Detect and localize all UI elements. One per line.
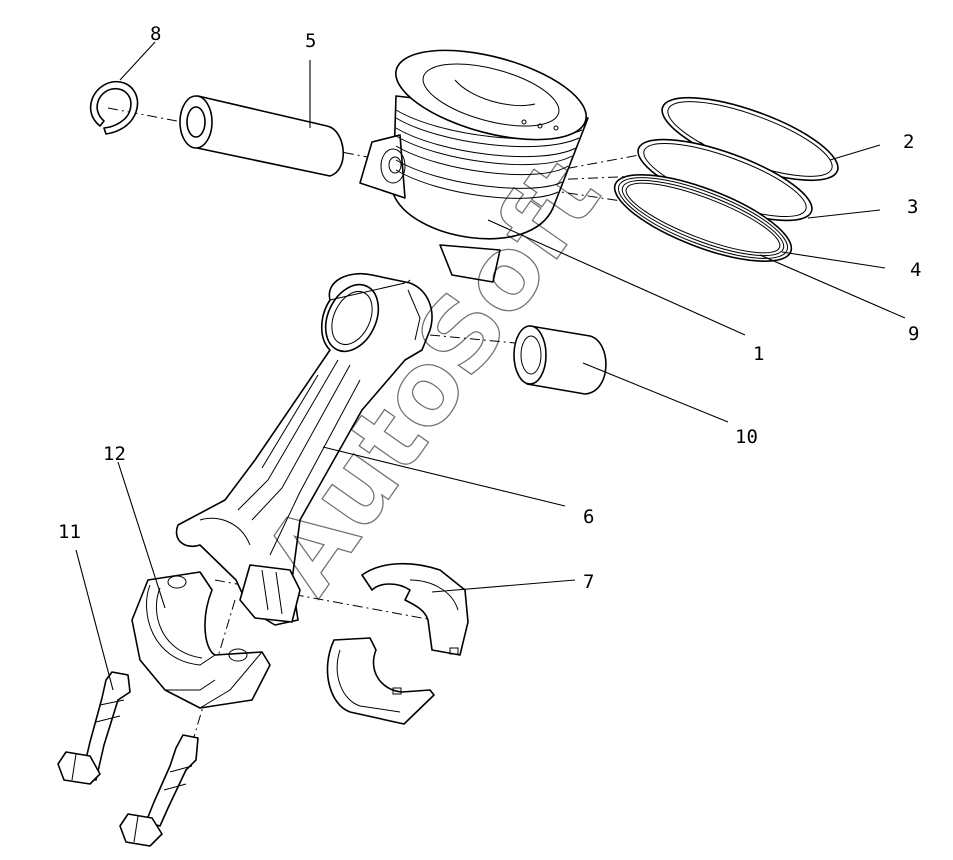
connecting-rod-cap xyxy=(131,571,271,709)
leader-lines xyxy=(75,41,906,691)
connecting-rod xyxy=(175,273,433,626)
callout-9: 9 xyxy=(908,323,919,345)
callout-2: 2 xyxy=(903,131,914,153)
callout-labels: 1 2 3 4 5 6 7 8 9 10 11 12 xyxy=(58,23,921,593)
callout-3: 3 xyxy=(907,196,918,218)
small-end-bushing xyxy=(513,325,607,395)
bearing-shell-lower xyxy=(326,637,435,725)
callout-8: 8 xyxy=(150,23,161,45)
piston xyxy=(359,49,589,283)
callout-7: 7 xyxy=(583,571,594,593)
callout-12: 12 xyxy=(103,443,126,465)
callout-5: 5 xyxy=(305,30,316,52)
connecting-rod-bolt-right xyxy=(119,734,199,847)
callout-6: 6 xyxy=(583,506,594,528)
connecting-rod-bolt-left xyxy=(57,671,131,785)
oil-control-ring xyxy=(613,173,793,263)
circlip xyxy=(89,80,139,135)
piston-pin xyxy=(179,95,345,177)
callout-10: 10 xyxy=(735,426,758,448)
callout-4: 4 xyxy=(910,259,921,281)
callout-11: 11 xyxy=(58,521,81,543)
bearing-shell-upper xyxy=(361,562,469,656)
callout-1: 1 xyxy=(753,343,764,365)
